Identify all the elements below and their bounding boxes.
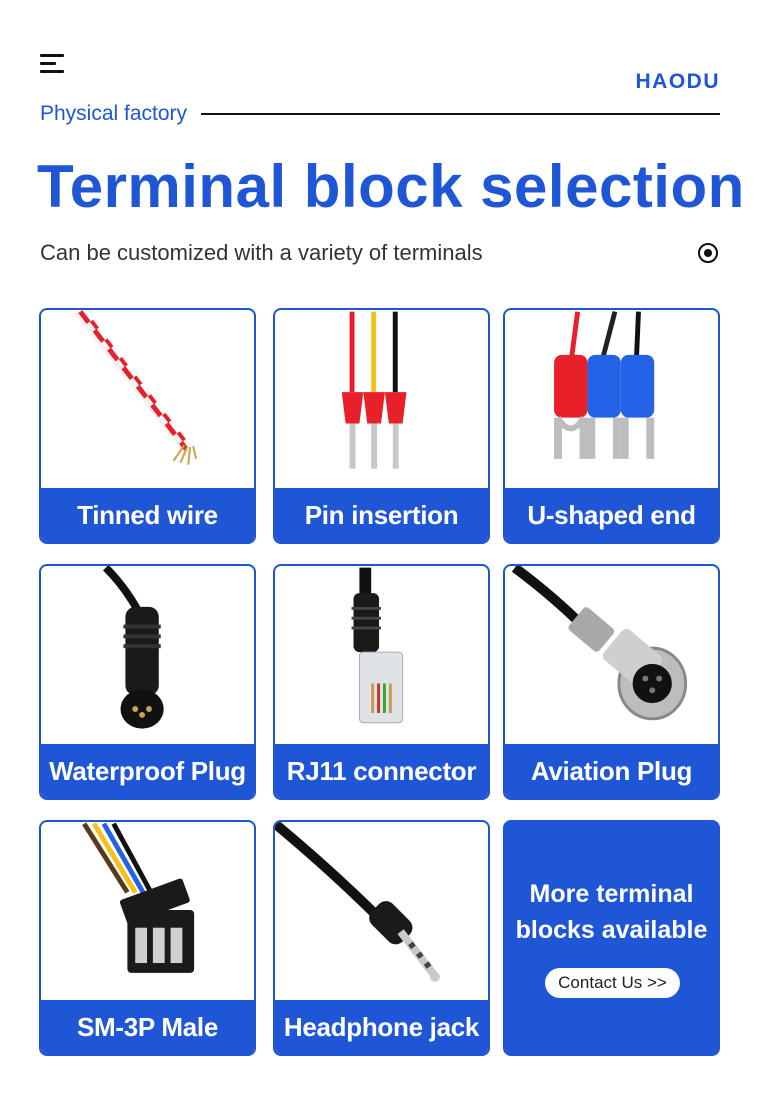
waterproof-plug-icon [41,566,254,746]
more-line-1: More terminal [529,880,694,908]
rj11-connector-icon [275,566,488,746]
product-card-pin-insertion[interactable]: Pin insertion [273,308,490,544]
product-card-tinned-wire[interactable]: Tinned wire [39,308,256,544]
contact-us-button[interactable]: Contact Us >> [545,968,680,998]
more-terminal-text: More terminal blocks available [503,876,720,948]
product-card-waterproof-plug[interactable]: Waterproof Plug [39,564,256,800]
product-label: Tinned wire [41,488,254,542]
product-label: U-shaped end [505,488,718,542]
product-label: Headphone jack [275,1000,488,1054]
page-title: Terminal block selection [37,153,745,220]
product-label: Waterproof Plug [41,744,254,798]
product-card-headphone-jack[interactable]: Headphone jack [273,820,490,1056]
aviation-plug-icon [505,566,718,746]
radio-dot-icon [698,243,718,263]
brand-logo: HAODU [635,70,720,93]
section-subtitle: Physical factory [40,102,188,125]
pin-insertion-icon [275,310,488,490]
product-card-sm3p-male[interactable]: SM-3P Male [39,820,256,1056]
product-label: Pin insertion [275,488,488,542]
more-line-2: blocks available [515,916,708,944]
product-label: SM-3P Male [41,1000,254,1054]
product-label: Aviation Plug [505,744,718,798]
tinned-wire-icon [41,310,254,490]
divider-line [201,113,720,115]
product-card-rj11-connector[interactable]: RJ11 connector [273,564,490,800]
product-label: RJ11 connector [275,744,488,798]
headphone-jack-icon [275,822,488,1002]
lead-text: Can be customized with a variety of term… [40,240,483,265]
u-shaped-terminal-icon [505,310,718,490]
subtitle-row: Physical factory [40,99,720,129]
product-card-u-shaped-end[interactable]: U-shaped end [503,308,720,544]
sm3p-connector-icon [41,822,254,1002]
more-terminal-card: More terminal blocks available Contact U… [503,820,720,1056]
product-card-aviation-plug[interactable]: Aviation Plug [503,564,720,800]
menu-icon[interactable] [40,54,66,74]
